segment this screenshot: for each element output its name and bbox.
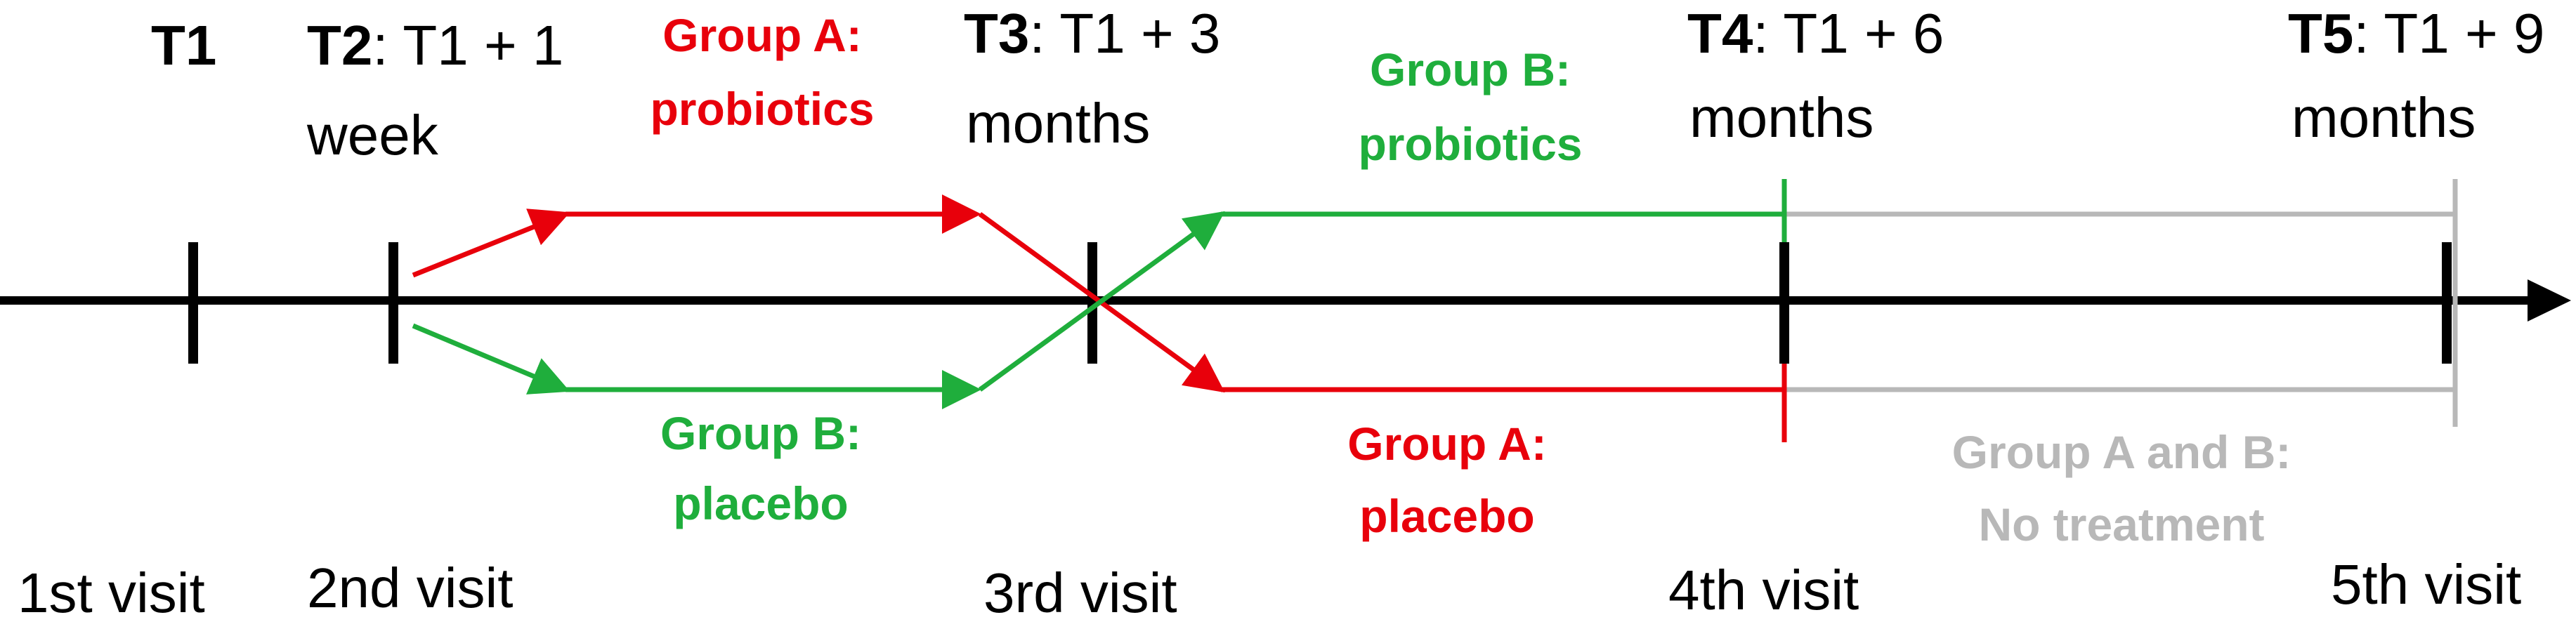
timepoint-t2-label-line2: week: [306, 104, 439, 166]
timepoint-t1-label: T1: [151, 14, 216, 77]
timepoint-t5-label: T5: T1 + 9: [2288, 2, 2544, 65]
visit-2-label: 2nd visit: [307, 557, 513, 619]
group-b-cross-arrow: [978, 211, 1225, 392]
timepoint-t5-label-line2: months: [2291, 86, 2476, 149]
visit-4-label: 4th visit: [1668, 559, 1859, 621]
no-treatment-label-line2: No treatment: [1978, 498, 2264, 550]
group-b-probiotics-label-line2: probiotics: [1358, 118, 1582, 170]
timepoint-code: T4: [1687, 2, 1753, 65]
group-b-probiotics-label: Group B:: [1370, 44, 1571, 95]
timepoint-t3-label: T3: T1 + 3: [964, 2, 1220, 65]
timepoint-t4-label: T4: T1 + 6: [1687, 2, 1944, 65]
timepoint-code: T1: [151, 14, 216, 77]
visit-1-label: 1st visit: [18, 562, 205, 624]
time-axis-arrowhead: [2528, 279, 2571, 322]
timepoint-code: T2: [307, 14, 372, 77]
group-a-probiotics-label-line2: probiotics: [650, 83, 874, 135]
timepoint-code: T5: [2288, 2, 2353, 65]
timepoint-detail: : T1 + 3: [1029, 2, 1220, 65]
group-a-probiotics-label: Group A:: [662, 9, 862, 61]
timepoint-t2-label: T2: T1 + 1: [307, 14, 563, 77]
no-treatment-label: Group A and B:: [1952, 426, 2291, 478]
group-a-placebo-label-line2: placebo: [1359, 490, 1534, 542]
group-a-placebo-label: Group A:: [1347, 418, 1547, 470]
timepoint-t4-label-line2: months: [1689, 86, 1874, 149]
group-b-branch-arrow: [412, 323, 570, 395]
timepoint-detail: : T1 + 9: [2353, 2, 2544, 65]
visit-5-label: 5th visit: [2331, 553, 2521, 616]
group-b-placebo-label: Group B:: [660, 407, 861, 459]
visit-3-label: 3rd visit: [983, 562, 1177, 624]
timepoint-code: T3: [964, 2, 1029, 65]
timepoint-detail: : T1 + 6: [1753, 2, 1944, 65]
timepoint-t3-label-line2: months: [966, 92, 1150, 154]
group-a-branch-arrow: [412, 208, 570, 278]
timepoint-detail: : T1 + 1: [372, 14, 563, 77]
group-b-placebo-label-line2: placebo: [673, 477, 848, 529]
